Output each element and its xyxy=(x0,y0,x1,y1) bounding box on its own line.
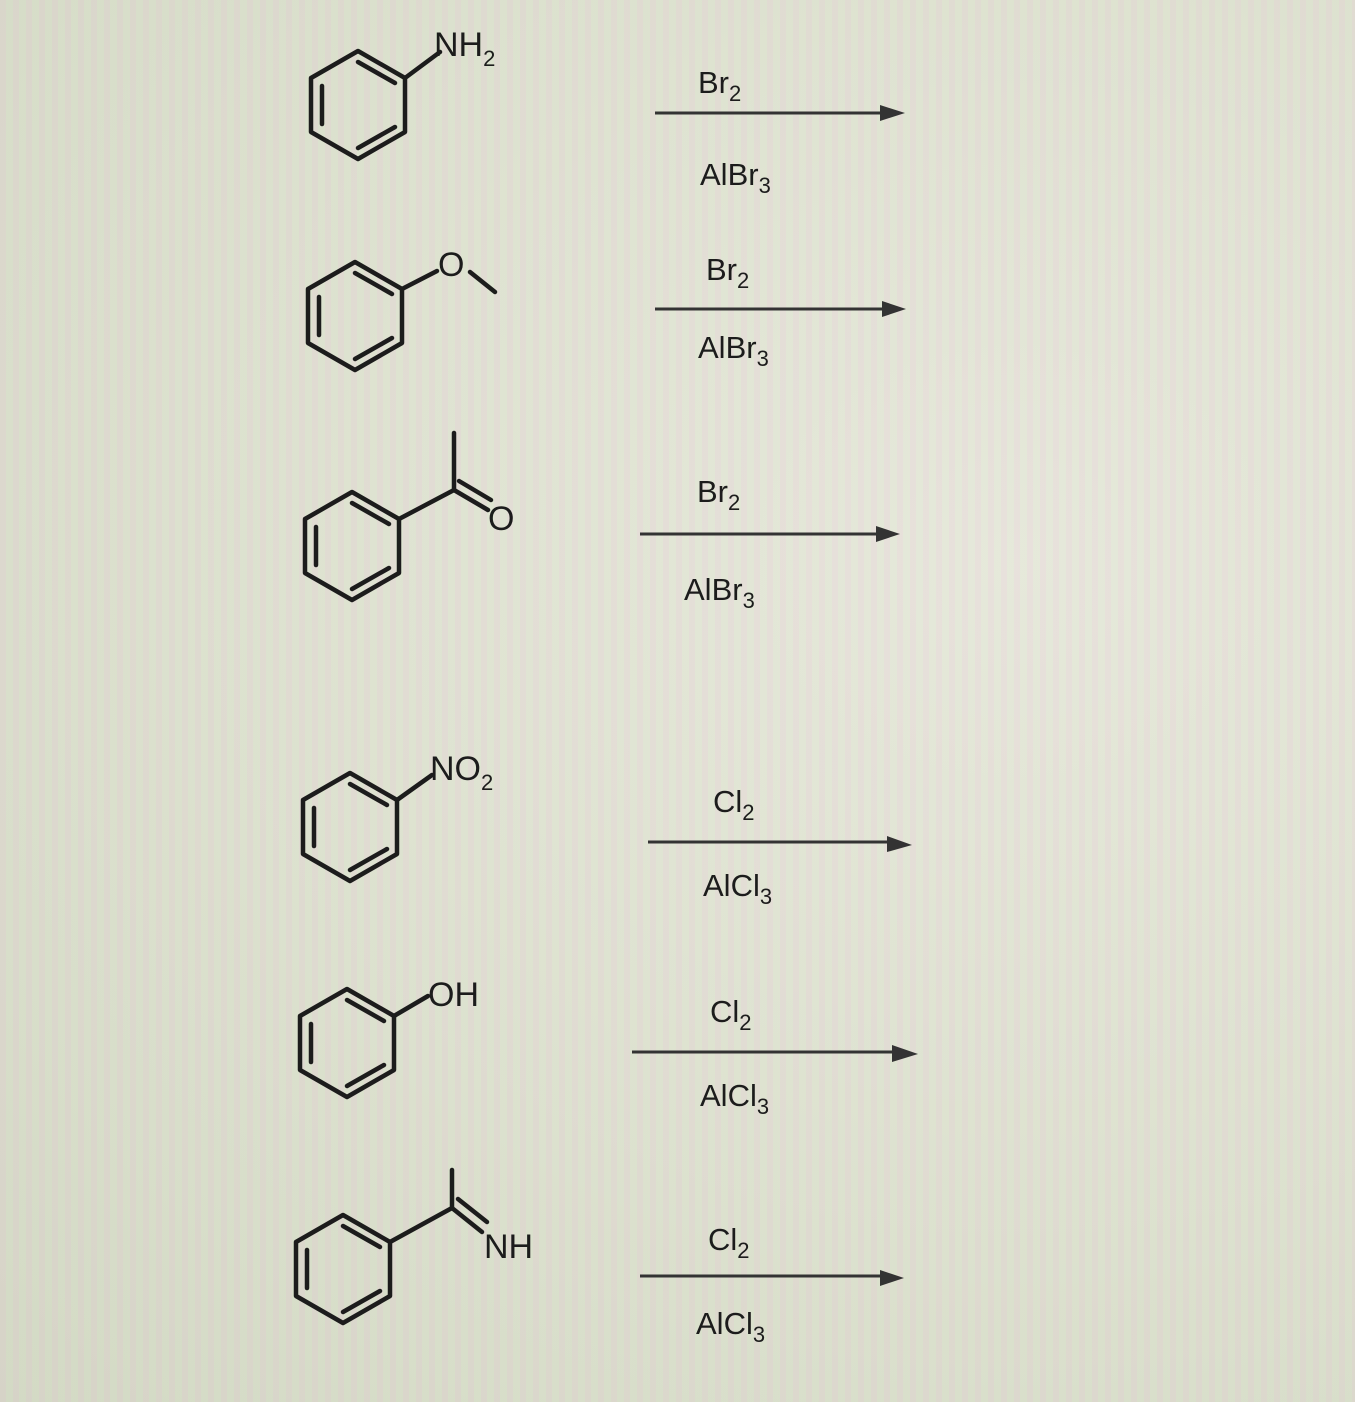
amine-group: NH2 xyxy=(434,26,495,71)
reaction-2: O Br2 AlBr3 xyxy=(305,246,906,373)
reagent-above-5: Cl2 xyxy=(710,994,752,1035)
benzene-ring-1 xyxy=(308,48,408,162)
arrow-head-6 xyxy=(880,1270,904,1286)
reagent-above-1: Br2 xyxy=(698,65,741,106)
benzene-ring-3 xyxy=(302,489,402,603)
imine-double-bond-b xyxy=(455,1196,490,1225)
benzene-ring-2 xyxy=(305,259,405,373)
hydroxyl-group: OH xyxy=(428,976,479,1014)
carbonyl-oxygen: O xyxy=(488,500,514,538)
reagent-below-4: AlCl3 xyxy=(703,868,772,909)
carbonyl-double-bond-a xyxy=(451,487,491,513)
reaction-4: NO2 Cl2 AlCl3 xyxy=(300,750,912,909)
ether-oxygen: O xyxy=(438,246,464,284)
reagent-above-2: Br2 xyxy=(706,252,749,293)
arrow-head-1 xyxy=(880,105,905,121)
o-methyl-bond xyxy=(467,269,498,295)
reaction-3: O Br2 AlBr3 xyxy=(302,430,900,613)
c-o-bond xyxy=(391,993,431,1019)
arrow-head-5 xyxy=(892,1045,918,1062)
benzene-ring-4 xyxy=(300,770,400,884)
reagent-above-4: Cl2 xyxy=(713,784,755,825)
imine-group: NH xyxy=(484,1228,533,1266)
reagent-below-3: AlBr3 xyxy=(684,572,755,613)
arrow-head-4 xyxy=(887,836,912,852)
reaction-1: NH2 Br2 AlBr3 xyxy=(308,26,905,198)
imine-double-bond-a xyxy=(449,1205,485,1235)
c-n-bond xyxy=(394,772,435,803)
reaction-5: OH Cl2 AlCl3 xyxy=(297,976,918,1119)
nitro-group: NO2 xyxy=(430,750,493,795)
benzene-ring-5 xyxy=(297,986,397,1100)
arrow-head-3 xyxy=(876,526,900,542)
reaction-6: NH Cl2 AlCl3 xyxy=(293,1167,904,1347)
reagent-below-1: AlBr3 xyxy=(700,157,771,198)
reagent-above-6: Cl2 xyxy=(708,1222,750,1263)
reagent-below-2: AlBr3 xyxy=(698,330,769,371)
reagent-below-6: AlCl3 xyxy=(696,1306,765,1347)
c-o-bond xyxy=(399,268,440,292)
c-n-bond xyxy=(402,49,443,81)
arrow-head-2 xyxy=(882,301,906,317)
ring-imine-bond xyxy=(387,1205,455,1245)
ring-carbonyl-bond xyxy=(396,487,457,522)
benzene-ring-6 xyxy=(293,1212,393,1326)
reagent-above-3: Br2 xyxy=(697,474,740,515)
reagent-below-5: AlCl3 xyxy=(700,1078,769,1119)
carbonyl-double-bond-b xyxy=(456,478,494,503)
